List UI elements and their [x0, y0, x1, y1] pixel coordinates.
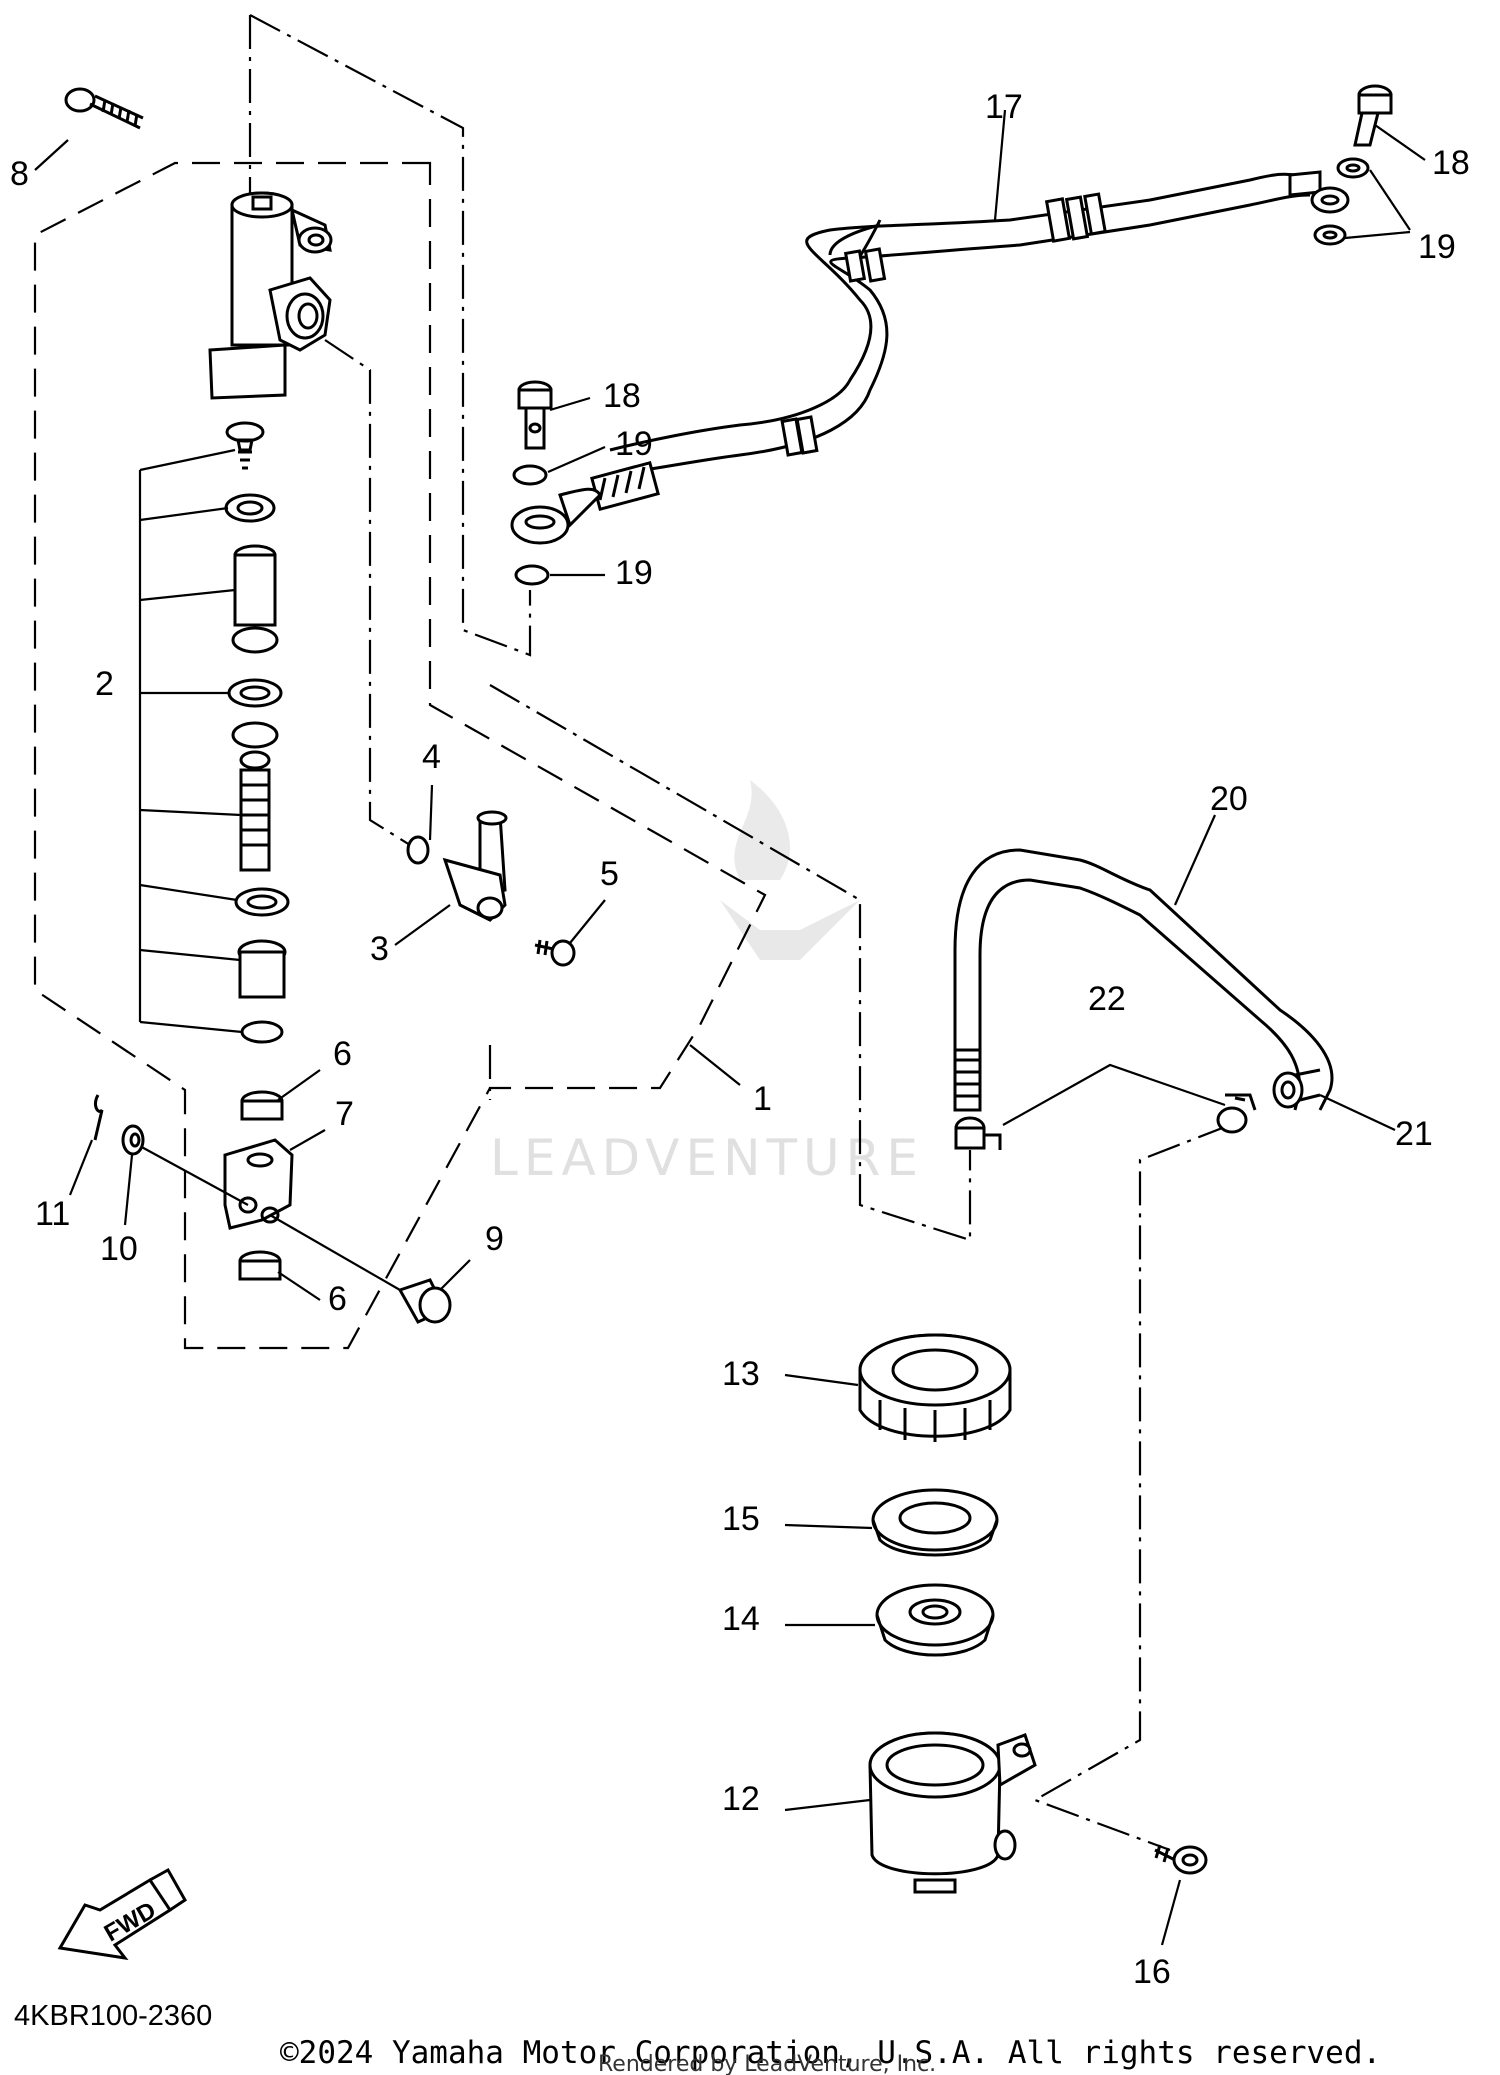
callout-7: 7	[335, 1095, 354, 1133]
bracket-2	[138, 448, 243, 1034]
callout-17: 17	[985, 88, 1023, 126]
callout-19-left-upper: 19	[615, 425, 653, 463]
leader-1	[689, 1044, 741, 1086]
callout-6-lower: 6	[328, 1280, 347, 1318]
o-ring-4	[406, 784, 434, 865]
washer-10	[121, 1124, 145, 1226]
diagram-code: 4KBR100-2360	[14, 2000, 212, 2032]
clamp-22-left	[954, 1116, 1002, 1150]
callout-19-left-lower: 19	[615, 554, 653, 592]
union-bolt-18-left	[517, 380, 591, 450]
callout-10: 10	[100, 1230, 138, 1268]
reservoir-cap-13	[784, 1333, 1012, 1442]
callout-4: 4	[422, 738, 441, 776]
diaphragm-14	[785, 1583, 995, 1657]
callout-21: 21	[1395, 1115, 1433, 1153]
banjo-end-left	[510, 460, 660, 545]
watermark-text: LEADVENTURE	[490, 1129, 924, 1187]
brake-hose-17	[609, 109, 1311, 477]
bolt-8	[34, 87, 144, 171]
nut-6-upper	[240, 1069, 321, 1121]
callout-2: 2	[95, 665, 114, 703]
bolt-16	[1154, 1844, 1208, 1946]
callout-12: 12	[722, 1780, 760, 1818]
piston-kit-2	[224, 421, 290, 1044]
callout-18-left: 18	[603, 377, 641, 415]
banjo-end-right	[1288, 170, 1350, 214]
callout-16: 16	[1133, 1953, 1171, 1991]
hose-joint-3	[394, 810, 508, 946]
diaphragm-plate-15	[784, 1488, 999, 1557]
clevis-7	[137, 1129, 401, 1291]
assembly-outlines	[33, 14, 1231, 1852]
clamp-22-right	[1002, 1063, 1257, 1134]
pin-9	[397, 1259, 471, 1324]
copyright-notice: ©2024 Yamaha Motor Corporation, U.S.A. A…	[280, 2035, 1381, 2071]
leadventure-watermark: LEADVENTURE	[490, 780, 924, 1187]
callout-1: 1	[753, 1080, 772, 1118]
union-bolt-18-right	[1353, 84, 1426, 161]
callout-13: 13	[722, 1355, 760, 1393]
nut-6-lower	[238, 1250, 321, 1301]
callout-3: 3	[370, 930, 389, 968]
master-cylinder-body	[208, 191, 333, 400]
callout-9: 9	[485, 1220, 504, 1258]
callout-14: 14	[722, 1600, 760, 1638]
callout-5: 5	[600, 855, 619, 893]
washer-19-left-upper	[512, 445, 606, 486]
hose-end-21	[1272, 1068, 1396, 1131]
callout-8: 8	[10, 155, 29, 193]
callout-19-right: 19	[1418, 228, 1456, 266]
screw-5	[534, 899, 606, 967]
callout-6-upper: 6	[333, 1035, 352, 1073]
rendered-by: Rendered by LeadVenture, Inc.	[598, 2052, 936, 2075]
fwd-arrow-icon: FWD	[57, 1867, 187, 1961]
callout-labels: 1 2 3 4 5 6 6 7 8 9 10 11 12 13 14 15 16…	[10, 88, 1470, 1991]
reservoir-hose-20	[953, 814, 1334, 1112]
reservoir-tank-12	[784, 1731, 1037, 1894]
callout-20: 20	[1210, 780, 1248, 818]
washer-19-left-lower	[514, 564, 605, 586]
washer-19-right-upper	[1336, 157, 1370, 179]
callout-22: 22	[1088, 980, 1126, 1018]
callout-11: 11	[35, 1195, 70, 1233]
washer-19-right-lower	[1313, 169, 1411, 246]
callout-15: 15	[722, 1500, 760, 1538]
cotter-pin-11	[68, 1094, 104, 1196]
callout-18-right: 18	[1432, 144, 1470, 182]
